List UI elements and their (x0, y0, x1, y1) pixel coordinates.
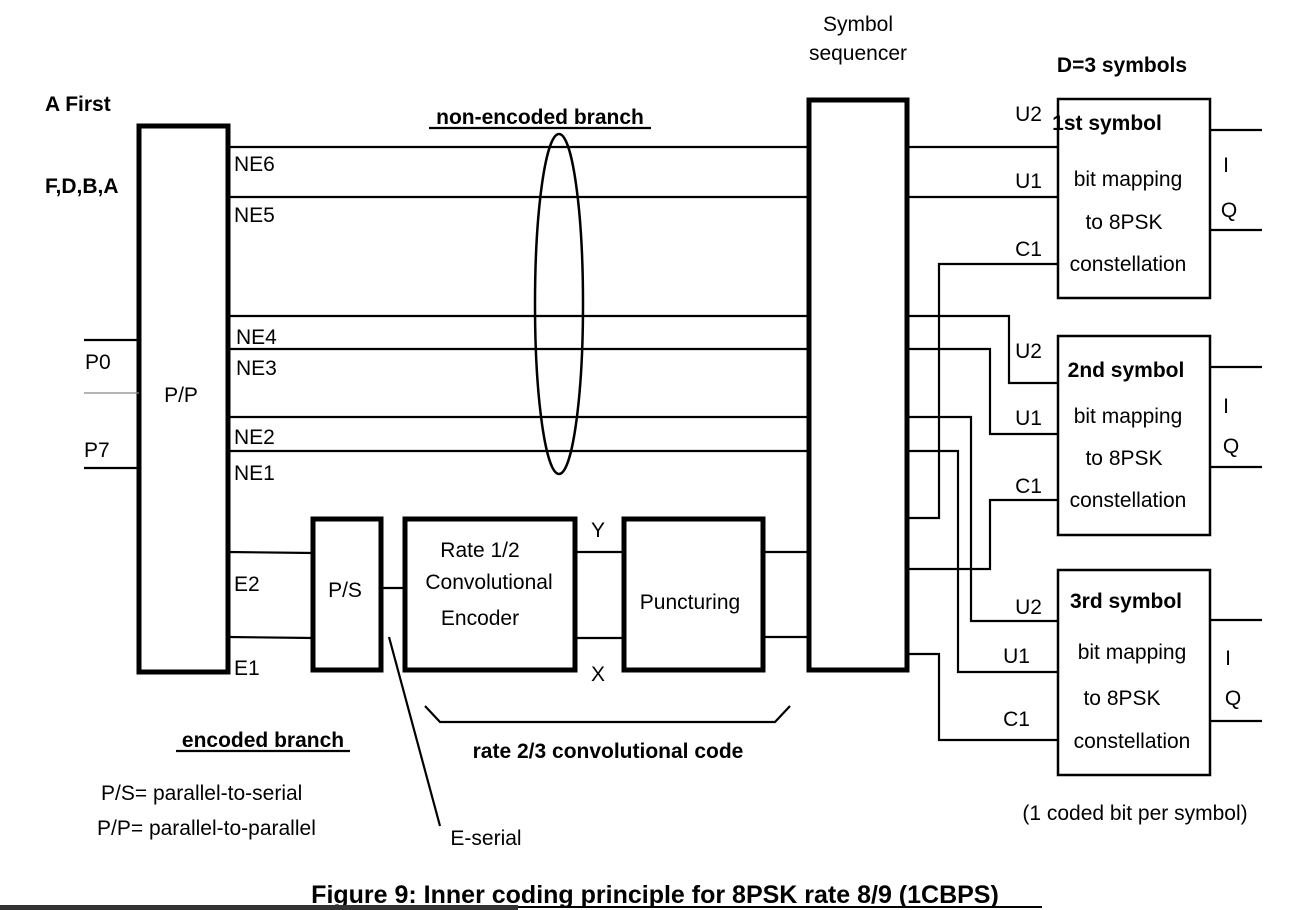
symbol3-body-line3: constellation (1074, 730, 1191, 753)
symbol2-c1-label: C1 (1015, 475, 1042, 498)
symbol1-body-line1: bit mapping (1074, 168, 1183, 191)
symbol1-i-label: I (1223, 154, 1229, 177)
bottom-edge-bar (0, 905, 518, 910)
symbol3-c1-label: C1 (1003, 708, 1030, 731)
sym3-c1-wire (907, 652, 1058, 742)
ne2-label: NE2 (234, 426, 275, 449)
p0-label: P0 (85, 351, 111, 374)
symbol1-u1-label: U1 (1015, 170, 1042, 193)
symbol3-u2-label: U2 (1015, 596, 1042, 619)
d3-symbols-label: D=3 symbols (1057, 54, 1187, 77)
e1-label: E1 (234, 657, 260, 680)
y-label: Y (591, 519, 605, 542)
symbol3-i-label: I (1225, 647, 1231, 670)
pp-block-label: P/P (164, 384, 198, 407)
e2-wire (227, 550, 314, 555)
sym1-c1-wire (907, 262, 1058, 520)
puncturing-label: Puncturing (640, 591, 740, 614)
symbol-sequencer-block (806, 97, 910, 673)
symbol1-body-line2: to 8PSK (1085, 211, 1162, 234)
rate23-bracket (424, 705, 791, 724)
ps-block-label: P/S (328, 579, 362, 602)
coded-bit-note: (1 coded bit per symbol) (1022, 802, 1247, 825)
symbol3-body-line1: bit mapping (1078, 641, 1187, 664)
bundle-ellipse (533, 132, 585, 476)
ne5-label: NE5 (234, 204, 275, 227)
symbol3-q-label: Q (1225, 687, 1241, 710)
symbol1-mapper-block (1056, 97, 1212, 300)
figure-caption: Figure 9: Inner coding principle for 8PS… (311, 881, 999, 909)
symbol2-u1-label: U1 (1015, 407, 1042, 430)
symbol2-title: 2nd symbol (1068, 359, 1185, 382)
symbol2-body-line3: constellation (1070, 489, 1187, 512)
ne1-label: NE1 (234, 462, 275, 485)
eserial-pointer (387, 636, 442, 827)
encoder-label-line3: Encoder (441, 607, 519, 630)
ps-definition: P/S= parallel-to-serial (101, 782, 302, 805)
ne3-label: NE3 (236, 357, 277, 380)
symbol1-u2-label: U2 (1015, 103, 1042, 126)
sym3-u1-wire (907, 449, 1058, 674)
a-first-label: A First (45, 93, 111, 116)
e2-label: E2 (234, 573, 260, 596)
encoded-branch-label: encoded branch (182, 729, 344, 752)
symbol2-q-label: Q (1223, 435, 1239, 458)
rate23-label: rate 2/3 convolutional code (473, 740, 744, 763)
pp-block (136, 123, 231, 675)
symbol1-body-line3: constellation (1070, 253, 1187, 276)
sym2-c1-wire (907, 498, 1058, 571)
symbol2-mapper-block (1056, 334, 1212, 537)
pp-definition: P/P= parallel-to-parallel (97, 817, 316, 840)
ne4-label: NE4 (236, 326, 277, 349)
encoder-label-line1: Rate 1/2 (440, 539, 519, 562)
eserial-label: E-serial (450, 827, 521, 850)
symbol3-title: 3rd symbol (1070, 590, 1182, 613)
symbol1-c1-label: C1 (1015, 238, 1042, 261)
symbol1-q-label: Q (1221, 199, 1237, 222)
fdba-label: F,D,B,A (45, 175, 119, 198)
symbol2-body-line1: bit mapping (1074, 405, 1183, 428)
symbol3-u1-label: U1 (1003, 645, 1030, 668)
sequencer-label-line2: sequencer (809, 42, 907, 65)
ps-block (310, 516, 384, 673)
symbol3-body-line2: to 8PSK (1083, 687, 1160, 710)
non-encoded-branch-label: non-encoded branch (436, 106, 644, 129)
e1-wire (227, 635, 314, 640)
symbol2-u2-label: U2 (1015, 340, 1042, 363)
encoder-block (402, 516, 578, 673)
symbol2-body-line2: to 8PSK (1085, 447, 1162, 470)
sequencer-label-line1: Symbol (823, 13, 893, 36)
sym2-u2-wire (907, 314, 1058, 385)
sym2-u1-wire (907, 347, 1058, 436)
symbol1-title: 1st symbol (1052, 112, 1162, 135)
x-label: X (591, 663, 605, 686)
ne6-label: NE6 (234, 153, 275, 176)
sym3-u2-wire (907, 415, 1058, 623)
puncturing-block (621, 516, 766, 673)
encoder-label-line2: Convolutional (425, 571, 552, 594)
symbol3-mapper-block (1056, 568, 1212, 777)
symbol2-i-label: I (1223, 395, 1229, 418)
p7-label: P7 (84, 439, 110, 462)
